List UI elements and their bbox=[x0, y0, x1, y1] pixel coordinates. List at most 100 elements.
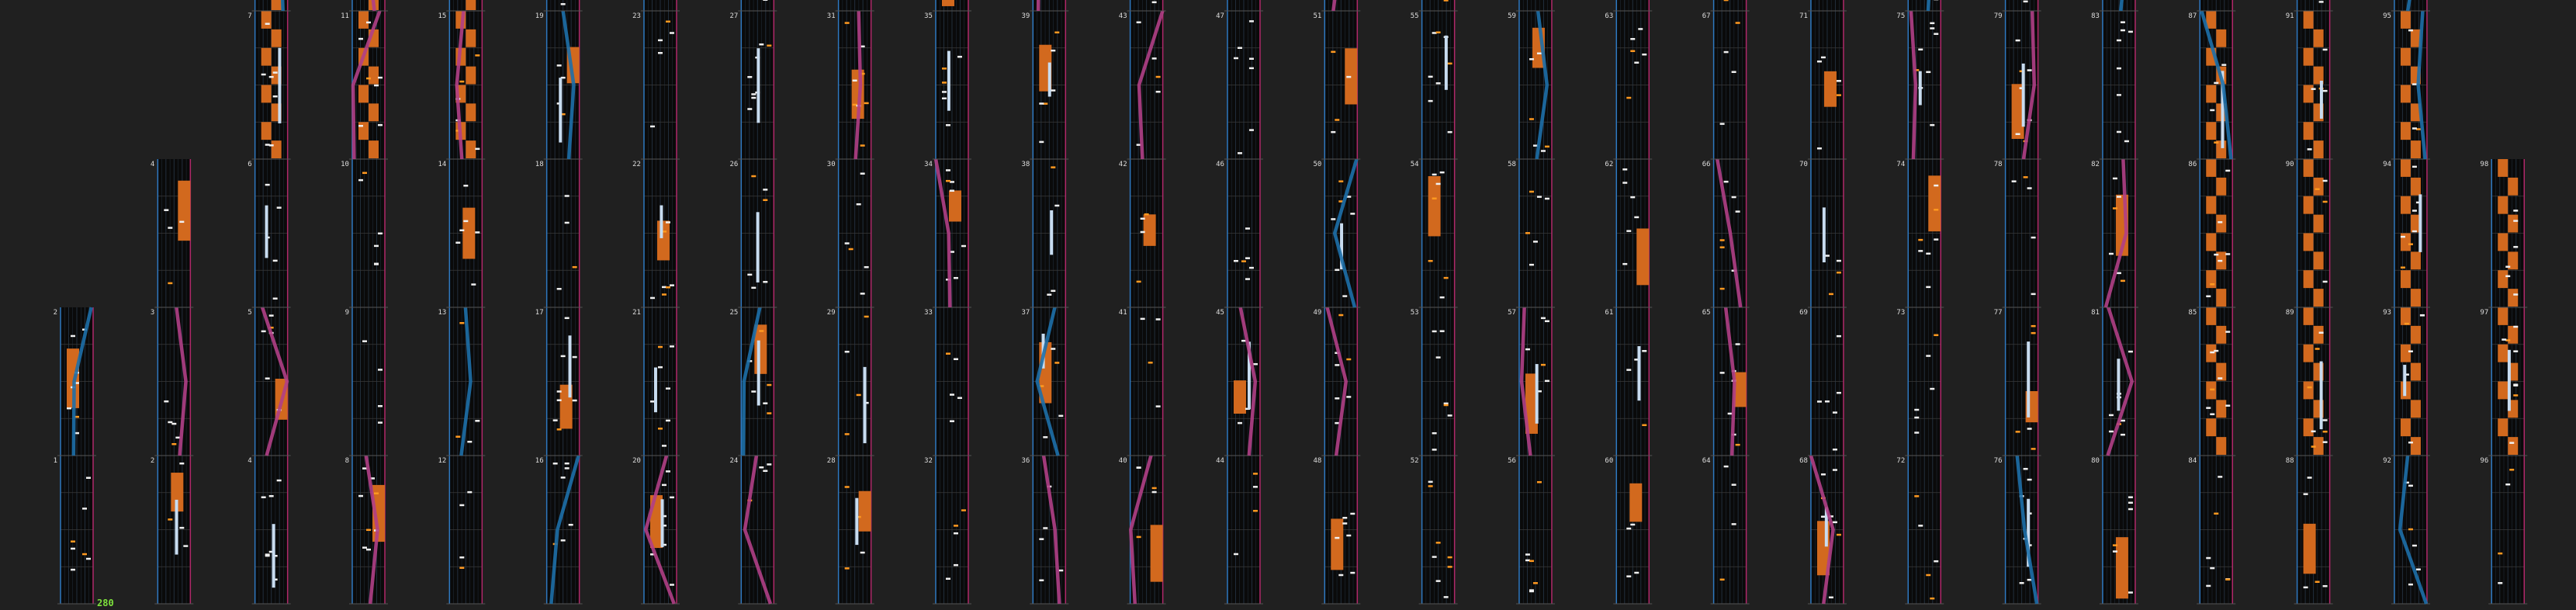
hold-block bbox=[2498, 270, 2508, 289]
chip-note bbox=[1832, 521, 1837, 524]
measure-number: 75 bbox=[1896, 12, 1905, 20]
measure-14: 12 bbox=[348, 0, 388, 12]
chip-note bbox=[2128, 350, 2133, 353]
chip-note bbox=[362, 467, 367, 470]
measure-43: 35 bbox=[924, 11, 971, 160]
chip-note bbox=[1245, 278, 1250, 280]
fx-note bbox=[556, 428, 562, 431]
chip-note bbox=[669, 32, 674, 34]
fx-note bbox=[2408, 528, 2413, 531]
chip-note bbox=[475, 231, 480, 234]
hold-block bbox=[271, 140, 282, 158]
chip-note bbox=[1914, 408, 1920, 411]
hold-block bbox=[368, 66, 379, 85]
chip-note bbox=[2015, 39, 2020, 42]
hold-block bbox=[368, 103, 379, 122]
hold-block bbox=[2400, 344, 2411, 362]
fx-note bbox=[844, 433, 850, 435]
chip-note bbox=[377, 369, 383, 371]
measure-number: 29 bbox=[827, 309, 836, 317]
chip-note bbox=[362, 340, 367, 342]
measure-40: 32 bbox=[924, 456, 971, 605]
fx-note bbox=[945, 179, 950, 182]
fx-note bbox=[459, 80, 465, 83]
measure-number: 81 bbox=[2091, 309, 2100, 317]
fx-note bbox=[2214, 141, 2219, 144]
measure-25: 20 bbox=[632, 455, 680, 605]
chip-note bbox=[2116, 130, 2121, 133]
pink-laser bbox=[644, 455, 676, 605]
measure-56: 45 bbox=[1216, 307, 1263, 456]
chip-note bbox=[74, 382, 79, 384]
hold-block bbox=[2400, 85, 2411, 103]
measure-number: 22 bbox=[632, 161, 641, 168]
measure-3: 3 bbox=[151, 307, 194, 456]
chip-note bbox=[751, 96, 757, 99]
measure-53: 43 bbox=[1119, 10, 1166, 160]
measure-23: 19 bbox=[535, 10, 583, 160]
measure-38: 31 bbox=[827, 10, 874, 160]
measure-22: 18 bbox=[535, 159, 583, 308]
chip-note bbox=[2120, 433, 2125, 436]
fx-note bbox=[168, 282, 173, 285]
hold-block bbox=[2313, 66, 2324, 85]
fx-note bbox=[1051, 166, 1056, 168]
chip-note bbox=[1626, 575, 1632, 577]
chip-note bbox=[1536, 52, 1542, 55]
chip-note bbox=[455, 241, 461, 244]
hold-block bbox=[2303, 307, 2314, 325]
hold-block bbox=[2206, 233, 2217, 251]
fx-note bbox=[2509, 469, 2515, 471]
chip-note bbox=[1926, 71, 1931, 74]
measure-11: 9 bbox=[345, 307, 388, 456]
chip-note bbox=[759, 466, 764, 469]
chip-note bbox=[2505, 265, 2511, 268]
measure-103: 83 bbox=[2091, 11, 2138, 160]
chip-note bbox=[2116, 67, 2121, 70]
measure-number: 4 bbox=[248, 457, 251, 465]
chip-note bbox=[2210, 351, 2215, 354]
chip-note bbox=[953, 532, 958, 535]
combo-counter: 280 bbox=[97, 598, 114, 608]
chip-note bbox=[2120, 21, 2125, 23]
long-fx bbox=[2027, 498, 2031, 567]
chip-note bbox=[1536, 390, 1542, 393]
chip-note bbox=[2322, 89, 2328, 92]
measure-91: 73 bbox=[1896, 307, 1944, 456]
chip-note bbox=[763, 470, 768, 473]
chip-note bbox=[373, 263, 379, 265]
fx-note bbox=[74, 415, 79, 418]
fx-note bbox=[1447, 62, 1452, 65]
fx-note bbox=[475, 54, 480, 57]
hold-block bbox=[2206, 307, 2217, 325]
measure-number: 54 bbox=[1411, 161, 1419, 168]
hold-block bbox=[2206, 85, 2217, 103]
chip-note bbox=[2031, 236, 2036, 239]
chip-note bbox=[2218, 377, 2223, 380]
chip-note bbox=[377, 421, 383, 424]
measure-119: 96 bbox=[2391, 0, 2430, 12]
chip-note bbox=[568, 523, 573, 526]
chip-note bbox=[2214, 253, 2219, 256]
chip-note bbox=[560, 3, 566, 5]
hold-block bbox=[178, 180, 191, 241]
chip-note bbox=[358, 178, 363, 182]
chip-note bbox=[168, 421, 173, 424]
fx-note bbox=[1054, 31, 1060, 34]
measure-number: 11 bbox=[341, 12, 349, 20]
fx-note bbox=[1136, 535, 1141, 539]
chip-note bbox=[669, 584, 674, 586]
long-fx bbox=[1637, 346, 1641, 401]
chip-note bbox=[2505, 483, 2511, 486]
chip-note bbox=[1622, 182, 1628, 184]
chip-note bbox=[1140, 317, 1145, 321]
measure-77: 62 bbox=[1605, 159, 1653, 308]
measure-number: 18 bbox=[535, 161, 544, 168]
chip-note bbox=[1432, 432, 1437, 435]
fx-note bbox=[362, 172, 367, 175]
measure-number: 61 bbox=[1605, 309, 1613, 317]
hold-block bbox=[2498, 196, 2508, 214]
fx-note bbox=[1148, 362, 1153, 364]
chip-note bbox=[265, 377, 270, 380]
pink-laser bbox=[1809, 455, 1835, 605]
